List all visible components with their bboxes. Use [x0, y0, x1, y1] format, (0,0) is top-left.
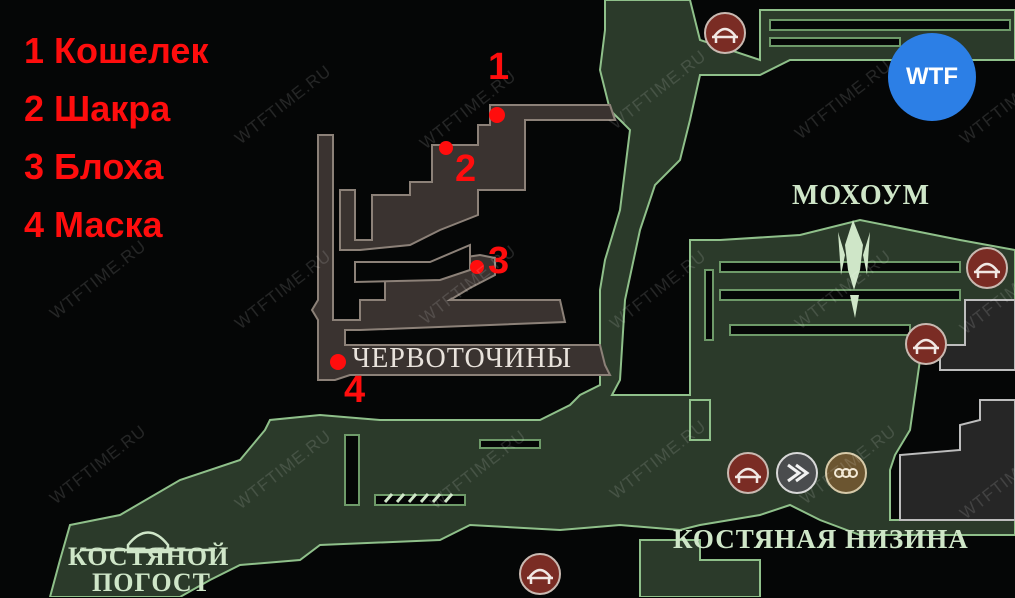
- fast-travel-icon: [776, 452, 818, 494]
- marker-dot-2: [439, 141, 453, 155]
- region-label-wormways: ЧЕРВОТОЧИНЫ: [352, 343, 573, 374]
- grey-zone: [899, 299, 1015, 521]
- grey-lower-block: [899, 399, 1015, 521]
- green-main-shaft: [48, 0, 1015, 597]
- cutout-strip-4: [374, 494, 466, 506]
- cutout-strip-1: [719, 261, 961, 273]
- brown-inner-gap: [354, 243, 471, 284]
- green-inner-column: [689, 399, 711, 441]
- region-label-moss: МОХОУМ: [792, 180, 931, 211]
- region-label-bone-graveyard: КОСТЯНОЙ: [68, 542, 230, 571]
- hatched-ledge: [383, 493, 454, 503]
- green-zone: [48, 0, 1015, 597]
- moss-crystal-icon: [838, 220, 870, 318]
- region-label-bone-graveyard: ПОГОСТ: [92, 568, 212, 597]
- marker-dots: [330, 107, 505, 370]
- marker-number-4: 4: [344, 369, 366, 411]
- brand-badge: WTF: [888, 33, 976, 121]
- cutout-top-2: [769, 37, 901, 47]
- bell-station-icon: [825, 452, 867, 494]
- bench-icon: [905, 323, 947, 365]
- marker-dot-4: [330, 354, 346, 370]
- brown-zone: [310, 104, 617, 381]
- green-bottom-strip: [639, 539, 761, 597]
- marker-number-1: 1: [488, 46, 510, 88]
- grey-upper-block: [939, 299, 1015, 371]
- legend-item: 4 Маска: [24, 204, 163, 245]
- legend: 1 Кошелек 2 Шакра 3 Блоха 4 Маска: [24, 22, 208, 254]
- bench-icon: [966, 247, 1008, 289]
- graveyard-hut-icon: [80, 531, 215, 554]
- legend-item: 1 Кошелек: [24, 30, 209, 71]
- cutout-strip-5: [479, 439, 541, 449]
- region-label-bone-bottom: КОСТЯНАЯ НИЗИНА: [673, 524, 969, 554]
- wormways-stairs: [339, 104, 617, 251]
- brown-cutouts: [354, 243, 471, 284]
- wormways-body: [310, 134, 612, 381]
- cutout-strip-3: [729, 324, 911, 336]
- bench-icon: [727, 452, 769, 494]
- bench-icon: [704, 12, 746, 54]
- cutout-strip-2: [719, 289, 961, 301]
- legend-item: 2 Шакра: [24, 88, 171, 129]
- marker-dot-3: [470, 260, 484, 274]
- legend-item: 3 Блоха: [24, 146, 164, 187]
- cutout-column-1: [704, 269, 714, 341]
- marker-number-2: 2: [455, 148, 477, 190]
- marker-number-3: 3: [488, 240, 510, 282]
- cutout-column-2: [344, 434, 360, 506]
- bench-icon: [519, 553, 561, 595]
- green-cutouts: [344, 19, 1011, 506]
- cutout-top-1: [769, 19, 1011, 31]
- marker-dot-1: [489, 107, 505, 123]
